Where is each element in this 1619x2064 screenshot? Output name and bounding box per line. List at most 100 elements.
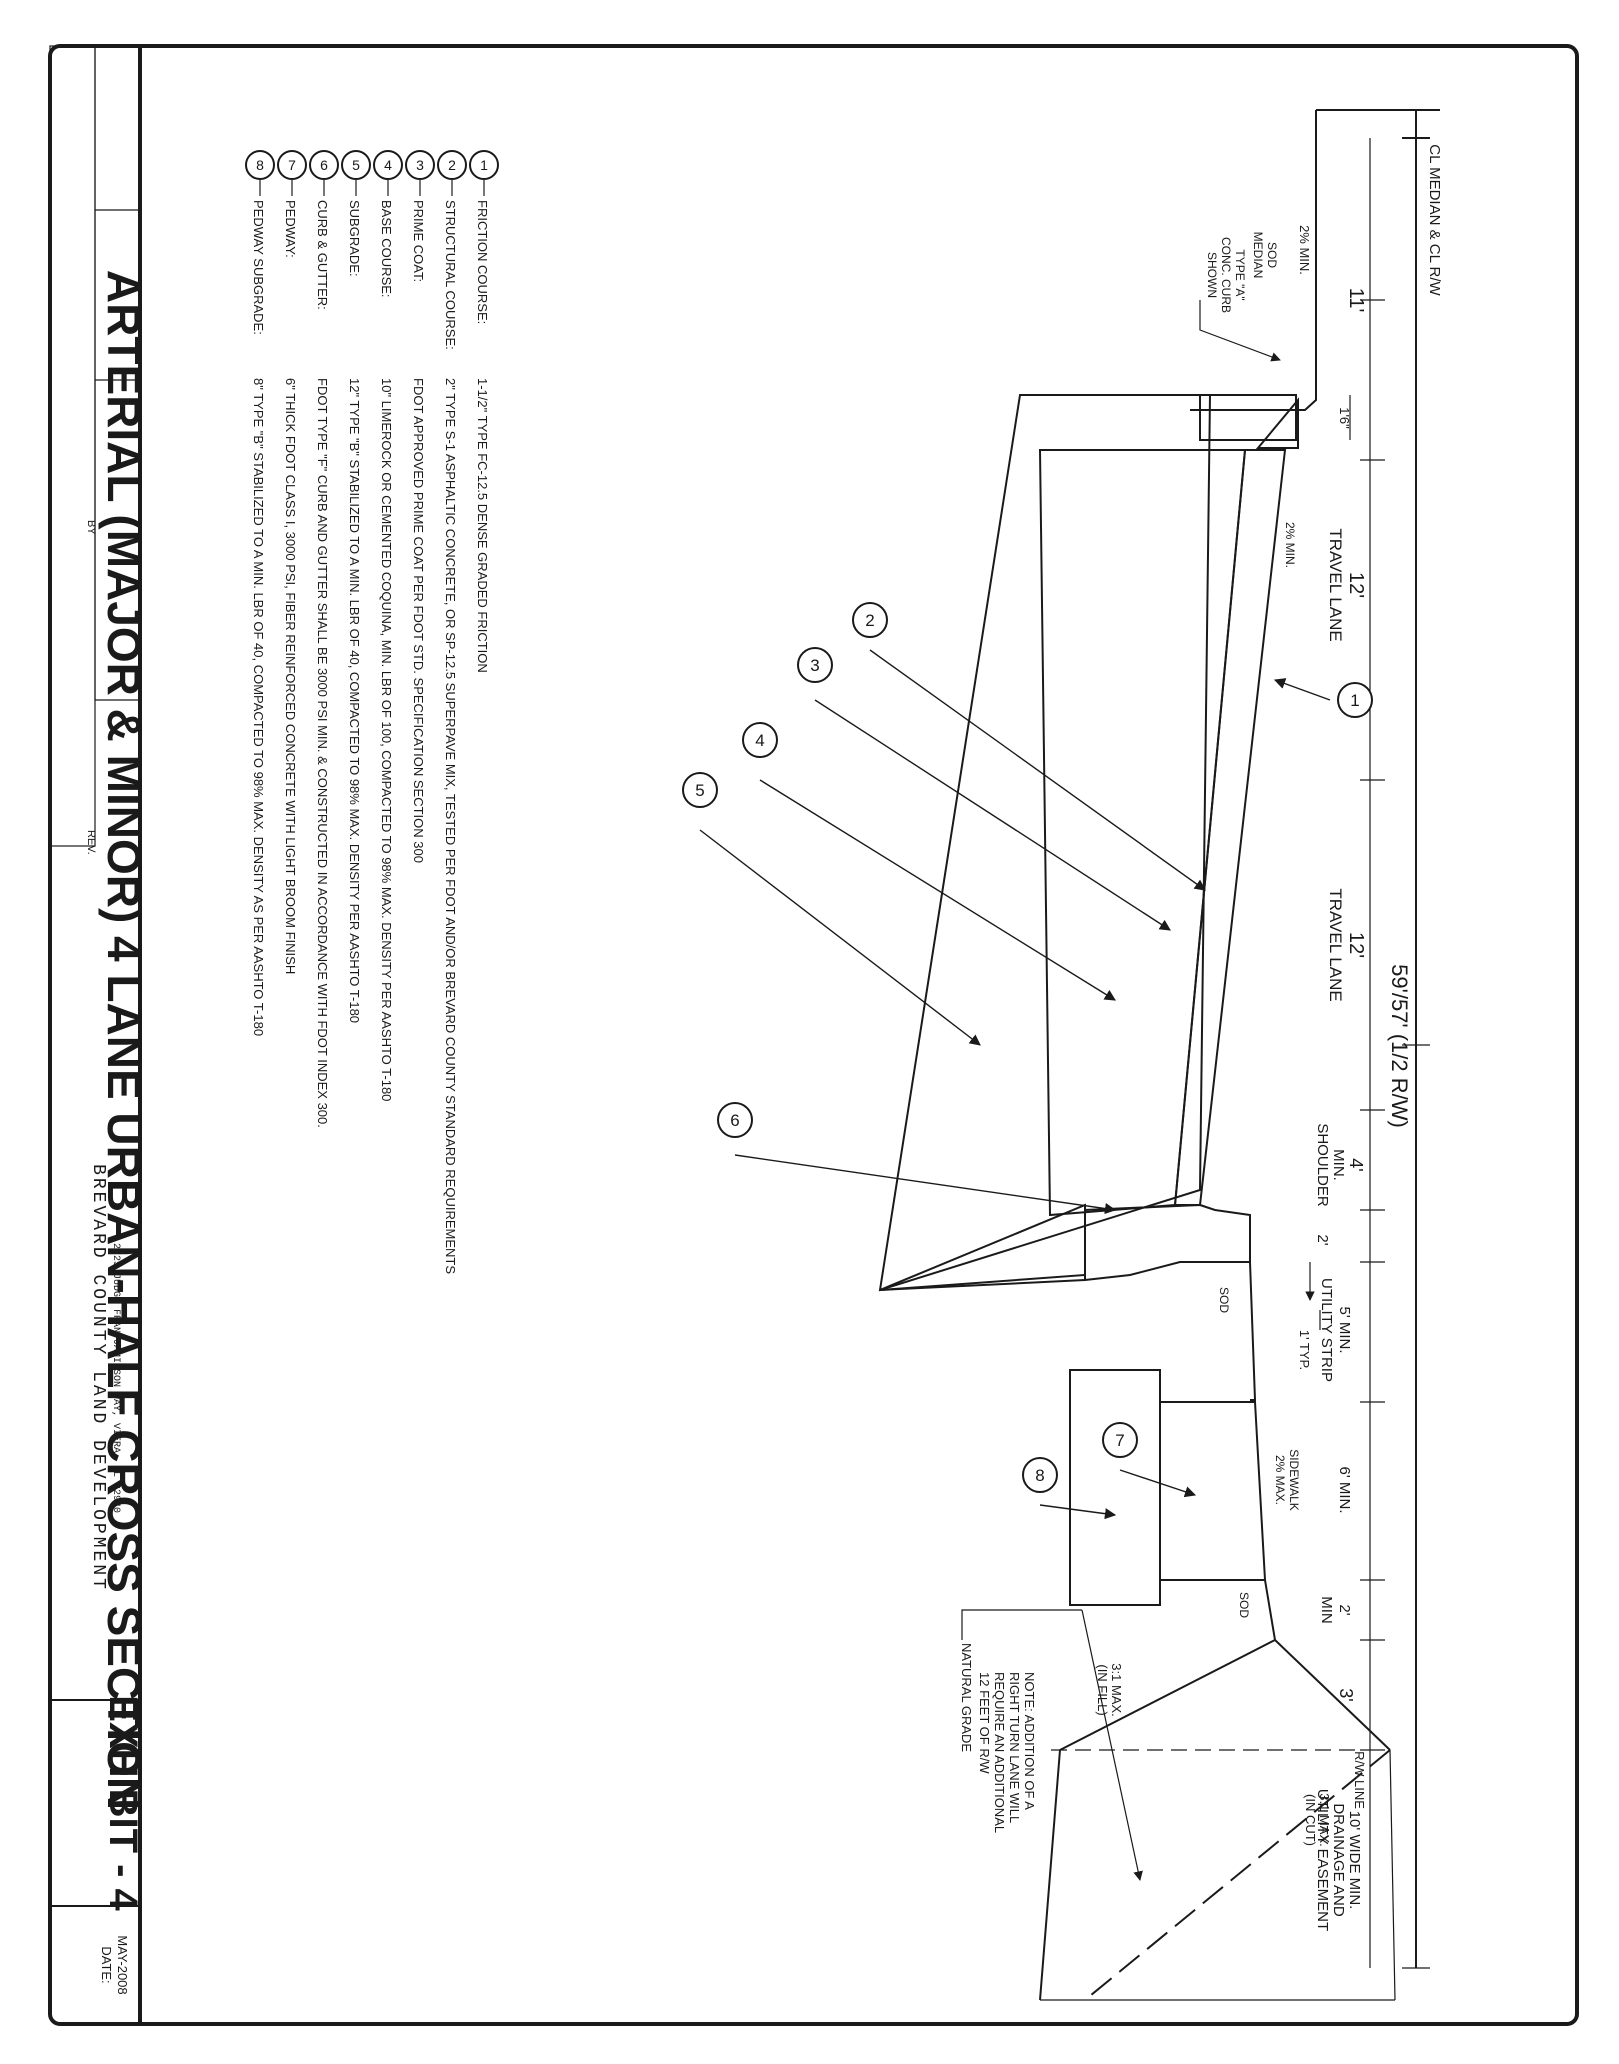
lane2-label: TRAVEL LANE (1326, 888, 1345, 1001)
cl-label: CL MEDIAN & CL R/W (1426, 144, 1443, 296)
legend-name-6: CURB & GUTTER: (315, 200, 330, 310)
exhibit-number: EXHIBIT - 4 (101, 1695, 145, 1911)
natural-grade: NATURAL GRADE (959, 1643, 974, 1752)
median-sod: SOD (1265, 242, 1279, 268)
overall-dim: 59'/57' (1/2 R/W) (1387, 964, 1412, 1128)
median-slope: 2% MIN. (1297, 225, 1312, 275)
curb-type-1: TYPE "A" (1233, 249, 1247, 300)
sidewalk-slope: 2% MAX. (1273, 1455, 1287, 1505)
cut-slope: 3:1 MAX. (1317, 1793, 1332, 1846)
structural-course-layer (1173, 449, 1287, 1206)
legend-name-5: SUBGRADE: (347, 200, 362, 277)
shoulder-label: SHOULDER (1314, 1123, 1331, 1207)
org-name: BREVARD COUNTY LAND DEVELOPMENT (88, 1164, 108, 1592)
org-address: 2725 JUDGE FRAN JAMIESON WAY, VIERA, FL … (110, 1243, 121, 1513)
legend-desc-7: 6" THICK FDOT CLASS I, 3000 PSI, FIBER R… (283, 378, 298, 974)
callout-6: 6 (717, 1102, 1117, 1215)
subgrade-layer (878, 394, 1212, 1292)
callout-num-2: 2 (865, 611, 874, 630)
legend-name-3: PRIME COAT: (411, 200, 426, 282)
legend-num-1: 1 (480, 157, 488, 173)
back-dim: 2' (1336, 1604, 1353, 1615)
fill-slope: 3:1 MAX. (1109, 1663, 1124, 1716)
date-value: MAY-2008 (115, 1935, 130, 1994)
curb-offset: 1'6" (1337, 407, 1352, 429)
legend-name-2: STRUCTURAL COURSE: (443, 200, 458, 350)
easement-2: DRAINAGE AND (1330, 1803, 1347, 1917)
pedway-dim: 6' MIN. (1336, 1466, 1353, 1513)
slope-dim: 3' (1336, 1688, 1356, 1701)
median-sod-2: MEDIAN (1251, 232, 1265, 279)
callout-num-7: 7 (1115, 1431, 1124, 1450)
title-block: REV. BY ARTERIAL (MAJOR & MINOR) 4 LANE … (49, 45, 150, 2024)
fill-slope-2: (IN FILL) (1095, 1664, 1110, 1715)
callout-5: 5 (682, 772, 981, 1046)
legend-desc-1: 1-1/2" TYPE FC-12.5 DENSE GRADED FRICTIO… (475, 378, 490, 673)
note-line-3: REQUIRE AN ADDITIONAL (992, 1672, 1007, 1833)
callout-4: 4 (742, 722, 1116, 1001)
cross-section-drawing: CL MEDIAN & CL R/W 59'/57' (1/2 R/W) 1 1'… (682, 109, 1443, 2001)
legend-num-7: 7 (288, 157, 296, 173)
callout-1: 1 (1273, 678, 1373, 718)
legend-desc-6: FDOT TYPE "F" CURB AND GUTTER SHALL BE 3… (315, 378, 330, 1128)
legend-desc-2: 2" TYPE S-1 ASPHALTIC CONCRETE, OR SP-12… (443, 378, 458, 1274)
legend-num-8: 8 (256, 157, 264, 173)
cut-slope-2: (IN CUT) (1303, 1794, 1318, 1846)
sheet-border (48, 44, 1579, 2026)
curb-gutter (1084, 1203, 1251, 1282)
easement-1: 10' WIDE MIN. (1346, 1811, 1363, 1910)
sidewalk-label: SIDEWALK (1287, 1449, 1301, 1511)
callout-num-5: 5 (695, 781, 704, 800)
lane2-dim: 12' (1345, 932, 1367, 958)
note-line-4: 12 FEET OF R/W (977, 1672, 992, 1774)
legend-num-4: 4 (384, 157, 392, 173)
legend-num-6: 6 (320, 157, 328, 173)
easement-3: UTILITY EASEMENT (1314, 1789, 1331, 1931)
callout-num-3: 3 (810, 656, 819, 675)
sod-label-1: SOD (1217, 1287, 1231, 1313)
note-line-2: RIGHT TURN LANE WILL (1007, 1672, 1022, 1823)
sod-label-2: SOD (1237, 1592, 1251, 1618)
base-course-layer (1038, 449, 1247, 1217)
utility-label: UTILITY STRIP (1318, 1278, 1335, 1382)
legend-desc-5: 12" TYPE "B" STABILIZED TO A MIN. LBR OF… (347, 378, 362, 1023)
shoulder-dim: 4' (1346, 1158, 1366, 1171)
lane-slope: 2% MIN. (1283, 522, 1297, 568)
pedway-subgrade (1069, 1369, 1161, 1606)
legend-num-2: 2 (448, 157, 456, 173)
callout-num-4: 4 (755, 731, 764, 750)
legend-desc-3: FDOT APPROVED PRIME COAT PER FDOT STD. S… (411, 378, 426, 863)
legend-desc-4: 10" LIMEROCK OR CEMENTED COQUINA, MIN. L… (379, 378, 394, 1101)
rev-label: REV. (85, 830, 97, 855)
callout-3: 3 (797, 647, 1171, 931)
rw-line: R/W LINE (1352, 1751, 1367, 1809)
legend-num-3: 3 (416, 157, 424, 173)
callout-7: 7 (1102, 1422, 1197, 1498)
callout-num-8: 8 (1035, 1466, 1044, 1485)
callout-2: 2 (852, 602, 1206, 891)
one-ft-typ: 1' TYP. (1297, 1330, 1312, 1370)
legend-name-7: PEDWAY: (283, 200, 298, 258)
legend-name-1: FRICTION COURSE: (475, 200, 490, 324)
legend-desc-8: 8" TYPE "B" STABILIZED TO A MIN. LBR OF … (251, 378, 266, 1036)
legend-num-5: 5 (352, 157, 360, 173)
note-line-1: NOTE: ADDITION OF A (1022, 1672, 1037, 1810)
callout-num-1: 1 (1350, 691, 1359, 710)
drawing-title: ARTERIAL (MAJOR & MINOR) 4 LANE URBAN-HA… (98, 270, 150, 1810)
lane1-label: TRAVEL LANE (1326, 528, 1345, 641)
gutter-dim: 2' (1314, 1234, 1331, 1245)
callout-8: 8 (1022, 1457, 1117, 1520)
curb-type-3: SHOWN (1205, 252, 1219, 298)
date-label: DATE: (99, 1946, 114, 1983)
callout-num-6: 6 (730, 1111, 739, 1130)
back-label: MIN (1318, 1596, 1335, 1624)
curb-type-2: CONC. CURB (1219, 237, 1233, 313)
